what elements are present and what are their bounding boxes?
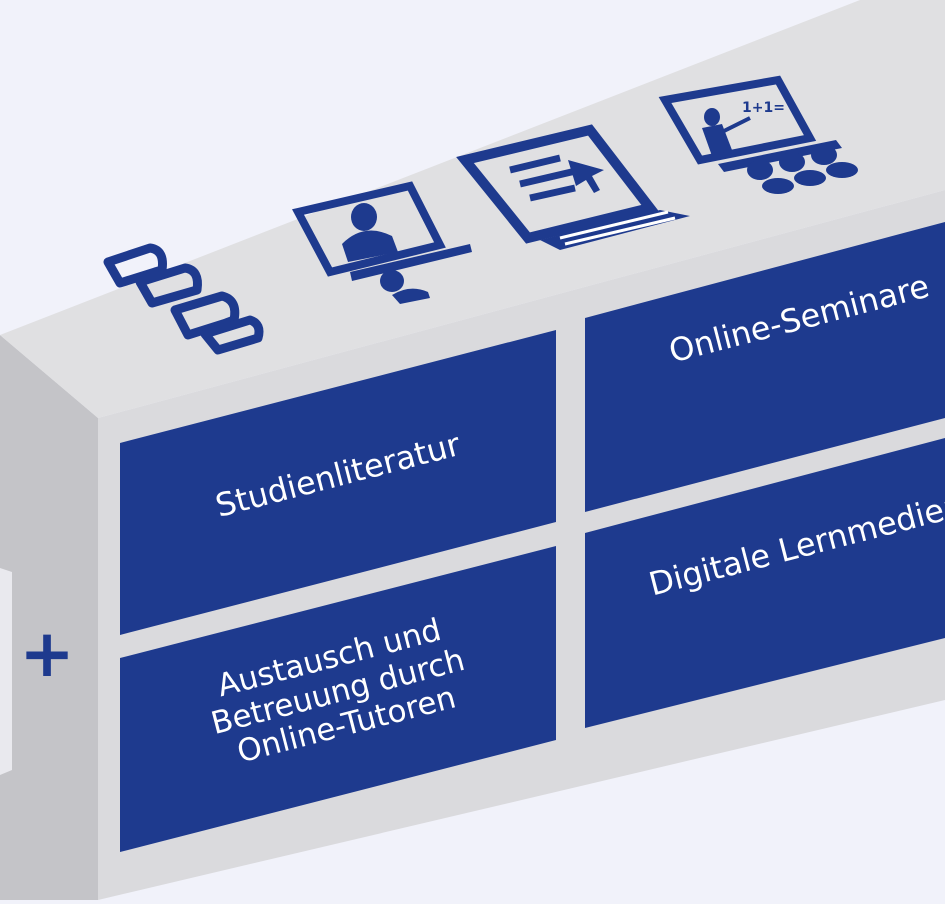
books-icon: [103, 243, 264, 355]
plus-sign: +: [19, 615, 74, 692]
laptop-cursor-icon: [456, 124, 690, 250]
svg-text:1+1=: 1+1=: [742, 100, 785, 116]
box-left-face: [0, 335, 98, 900]
panel-online-seminare: [585, 222, 945, 512]
classroom-lecture-icon: 1+1=: [658, 75, 858, 194]
video-presenter-icon: [292, 181, 472, 304]
panel-studienliteratur: [120, 330, 556, 635]
connector-tab: [0, 568, 12, 775]
panel-digitale-lernmedien: [585, 438, 945, 728]
panel-austausch: [120, 546, 556, 852]
